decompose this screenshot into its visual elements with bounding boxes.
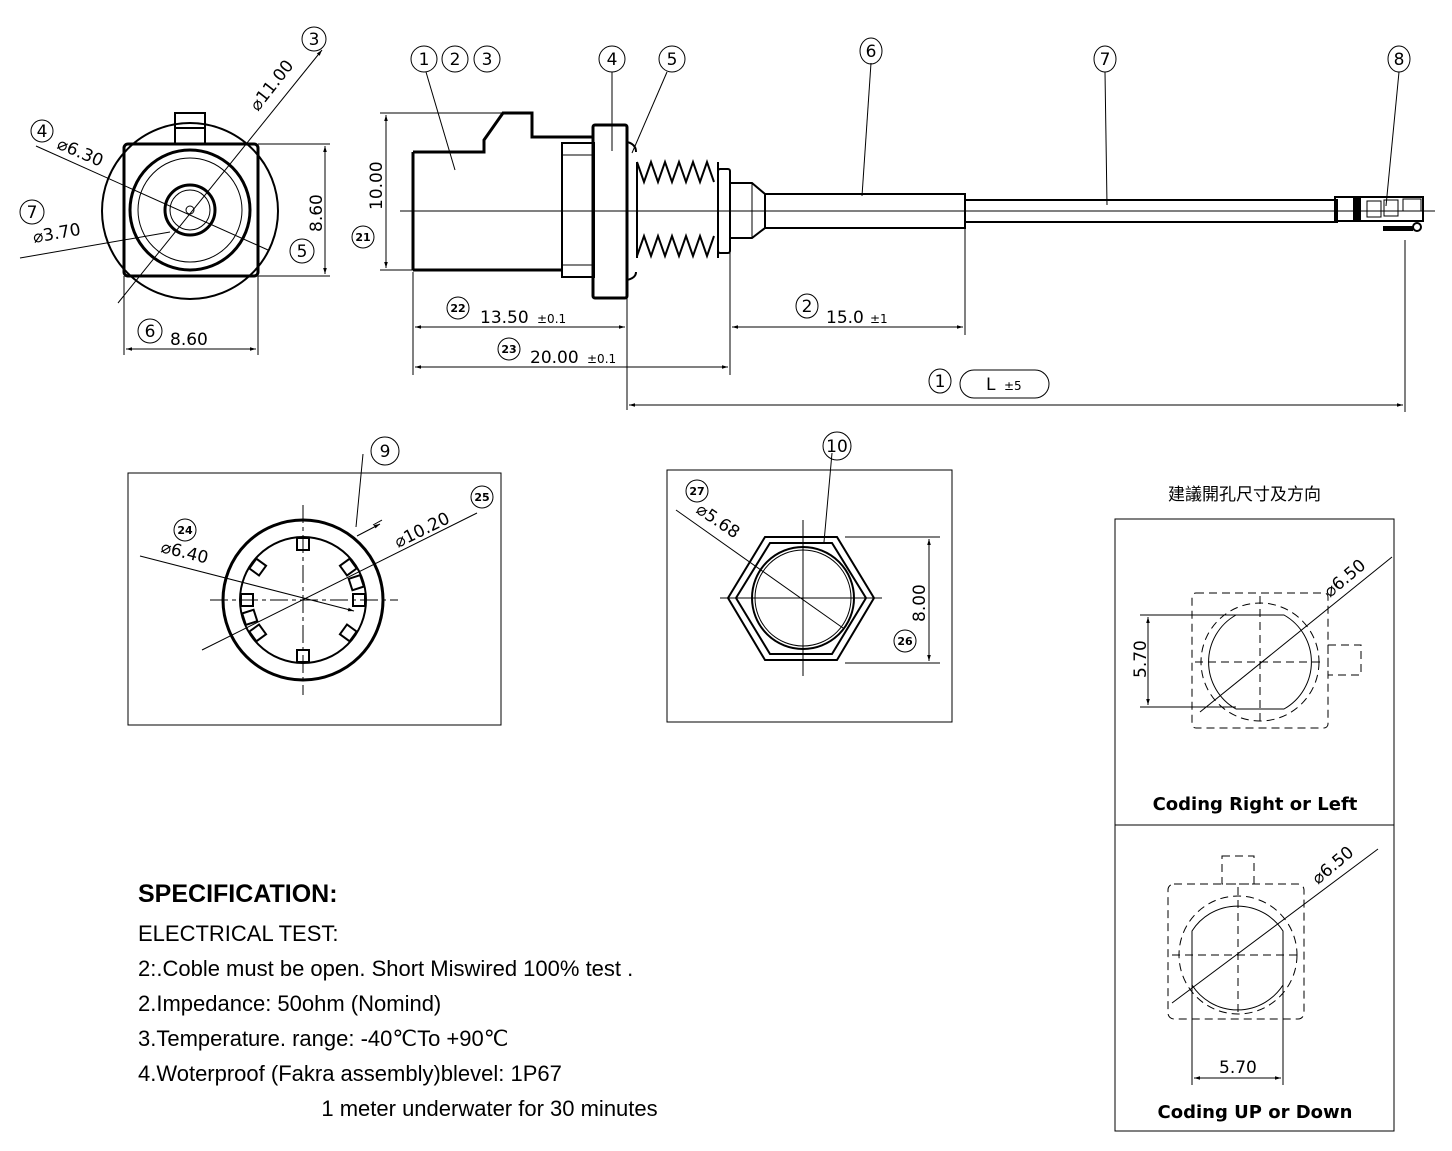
balloon-4: 4 <box>30 119 54 143</box>
svg-text:27: 27 <box>689 485 704 498</box>
spec-line: ELECTRICAL TEST: <box>138 921 339 946</box>
thread <box>636 158 719 260</box>
balloon-1: 1 <box>410 45 438 73</box>
panel2-flat: 5.70 <box>1219 1058 1257 1078</box>
dim-len-a: 13.50 <box>480 308 529 328</box>
detail-9 <box>127 453 502 726</box>
balloon-27: 27 <box>685 479 709 503</box>
balloon-5: 5 <box>658 45 686 73</box>
side-view-labels: 1 2 3 4 5 6 7 8 21 22 23 2 1 10.00 13.50… <box>351 37 1411 395</box>
balloon-8: 8 <box>1387 45 1411 73</box>
svg-text:25: 25 <box>474 491 489 504</box>
balloon-21: 21 <box>351 225 375 249</box>
balloon-26: 26 <box>893 629 917 653</box>
svg-text:1: 1 <box>935 372 946 392</box>
locking-tab <box>240 608 259 627</box>
dim-total-tol: ±5 <box>1004 379 1022 393</box>
balloon-3: 3 <box>473 45 501 73</box>
spec-title: SPECIFICATION: <box>138 880 338 908</box>
svg-text:2: 2 <box>802 297 813 317</box>
spec-line: 2:.Coble must be open. Short Miswired 10… <box>138 956 634 981</box>
balloon-3: 3 <box>301 26 327 52</box>
balloon-10: 10 <box>822 431 852 461</box>
balloon-5: 5 <box>289 238 315 264</box>
svg-text:6: 6 <box>866 42 877 62</box>
detail-9-labels: 9 24 25 ⌀6.40 ⌀10.20 <box>159 436 494 568</box>
svg-text:23: 23 <box>501 343 516 356</box>
panel2-caption: Coding UP or Down <box>1158 1102 1353 1123</box>
side-view <box>380 62 1435 412</box>
dim-outer-dia: ⌀11.00 <box>246 56 298 115</box>
dim-len-b-tol: ±0.1 <box>587 352 616 366</box>
panel1-flat: 5.70 <box>1131 640 1151 678</box>
panel1-caption: Coding Right or Left <box>1153 794 1358 815</box>
dim-total: L <box>986 375 996 395</box>
balloon-25: 25 <box>470 485 494 509</box>
svg-text:7: 7 <box>1100 50 1111 70</box>
spec-line: 3.Temperature. range: -40℃To +90℃ <box>138 1026 509 1051</box>
svg-text:7: 7 <box>27 203 38 223</box>
cutout-labels: ⌀6.50 5.70 Coding Right or Left ⌀6.50 5.… <box>1131 556 1370 1123</box>
locking-tab <box>347 573 366 592</box>
svg-text:21: 21 <box>355 231 370 244</box>
dim-len-c-tol: ±1 <box>870 312 888 326</box>
locking-tab <box>338 623 359 643</box>
svg-text:10: 10 <box>826 437 848 457</box>
dim-len-a-tol: ±0.1 <box>537 312 566 326</box>
end-connector <box>1334 196 1424 232</box>
balloon-7: 7 <box>1093 45 1117 73</box>
cutout-panels <box>1114 518 1395 1132</box>
cutout-title: 建議開孔尺寸及方向 <box>1168 485 1321 505</box>
svg-text:1: 1 <box>419 50 430 70</box>
detail-10 <box>666 452 953 723</box>
svg-text:2: 2 <box>450 50 461 70</box>
svg-text:3: 3 <box>309 30 320 50</box>
svg-text:8: 8 <box>1394 50 1405 70</box>
balloon-2: 2 <box>441 45 469 73</box>
balloon-4: 4 <box>598 45 626 73</box>
dim-height: 8.60 <box>307 194 327 232</box>
spec-line: 1 meter underwater for 30 minutes <box>138 1096 658 1121</box>
spec-line: 2.Impedance: 50ohm (Nomind) <box>138 991 442 1016</box>
dim-width: 8.60 <box>170 330 208 350</box>
dim-dia: ⌀5.68 <box>692 500 743 543</box>
dim-flat: 8.00 <box>910 584 930 622</box>
svg-text:4: 4 <box>607 50 618 70</box>
balloon-2-dim: 2 <box>795 293 819 319</box>
svg-text:5: 5 <box>297 242 308 262</box>
locking-tab <box>247 557 268 577</box>
locking-tab <box>247 623 268 643</box>
front-view-labels: 3 4 7 5 6 ⌀11.00 ⌀6.30 ⌀3.70 8.60 8.60 <box>19 26 327 350</box>
front-view <box>19 49 330 355</box>
svg-text:22: 22 <box>450 302 465 315</box>
dim-outer: ⌀10.20 <box>391 509 453 553</box>
svg-text:9: 9 <box>380 442 391 462</box>
dim-inner: ⌀6.40 <box>159 537 211 568</box>
dim-height: 10.00 <box>367 161 387 210</box>
balloon-9: 9 <box>370 436 400 466</box>
balloon-24: 24 <box>173 518 197 542</box>
balloon-7: 7 <box>19 199 45 225</box>
svg-text:3: 3 <box>482 50 493 70</box>
dim-center-dia: ⌀3.70 <box>31 220 82 248</box>
svg-text:24: 24 <box>177 524 193 537</box>
locking-tab <box>338 557 359 577</box>
balloon-22: 22 <box>446 296 470 320</box>
svg-text:6: 6 <box>145 322 156 342</box>
balloon-6: 6 <box>859 37 883 65</box>
dim-len-b: 20.00 <box>530 348 579 368</box>
svg-text:5: 5 <box>667 50 678 70</box>
svg-text:4: 4 <box>37 122 48 142</box>
balloon-6: 6 <box>137 318 163 344</box>
svg-text:26: 26 <box>897 635 913 648</box>
dim-len-c: 15.0 <box>826 308 864 328</box>
balloon-1-dim: 1 <box>928 368 952 394</box>
spec-line: 4.Woterproof (Fakra assembly)blevel: 1P6… <box>138 1061 562 1086</box>
balloon-23: 23 <box>497 337 521 361</box>
